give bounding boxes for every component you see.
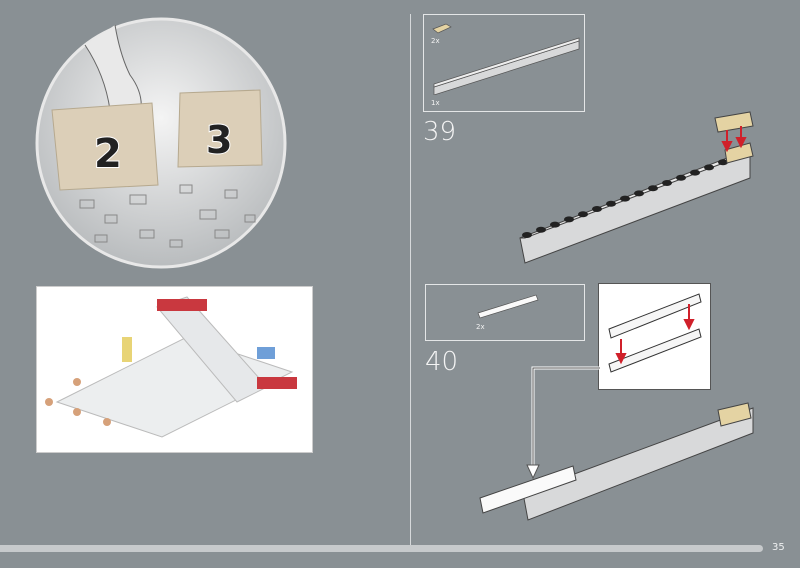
part-qty: 2x (476, 323, 485, 331)
stud (662, 180, 672, 186)
stud (550, 221, 560, 228)
stud (564, 216, 574, 223)
bag-3 (177, 89, 263, 168)
stud (522, 232, 532, 238)
bag-number-3: 3 (206, 118, 232, 162)
stud (704, 164, 714, 171)
stud (718, 159, 728, 166)
part-qty: 1x (431, 99, 440, 107)
bag-number-2: 2 (94, 131, 122, 177)
model-preview (36, 286, 313, 453)
technic-brick-part (433, 37, 580, 95)
stud (592, 206, 602, 212)
parts-list-step-39: 2x 1x (423, 14, 585, 112)
stud (578, 211, 588, 218)
parts-list-step-40: 2x (425, 284, 585, 341)
page-number: 35 (772, 542, 785, 553)
bag-illustration: 2 3 (35, 17, 287, 269)
stud (606, 200, 616, 207)
stud (620, 195, 630, 202)
callout-connector-arrow (526, 366, 600, 480)
red-arrow-icon (615, 304, 695, 365)
scattered-bricks (79, 184, 256, 248)
stud (676, 174, 686, 181)
step-40-build (479, 402, 754, 521)
white-plate-part (477, 294, 539, 319)
step-39-build (519, 111, 754, 264)
part-qty: 2x (431, 37, 440, 45)
step-number: 39 (423, 117, 457, 147)
page-progress-bar (0, 545, 763, 552)
stud (648, 185, 658, 192)
page-divider (410, 14, 411, 546)
sub-assembly-callout (598, 283, 711, 390)
stud (634, 190, 644, 197)
bag-2 (51, 102, 159, 191)
stud (690, 169, 700, 176)
red-arrow-icon (721, 126, 747, 153)
step-number: 40 (425, 347, 459, 377)
tan-plate-part (432, 23, 452, 34)
stud (536, 226, 546, 233)
